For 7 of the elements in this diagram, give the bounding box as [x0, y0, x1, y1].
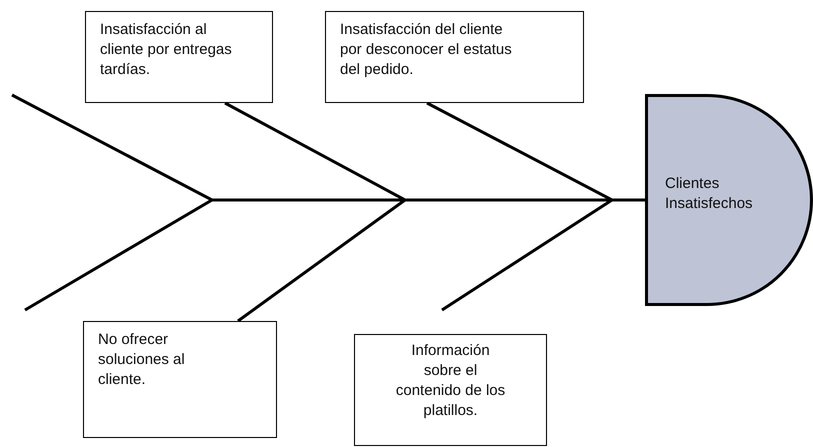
cause-box: Insatisfacción al cliente por entregas tardías.	[85, 11, 273, 103]
cause-box: Información sobre el contenido de los platillos.	[354, 334, 547, 446]
fishbone-line	[441, 198, 645, 312]
cause-box: No ofrecer soluciones al cliente.	[83, 321, 277, 438]
effect-head	[645, 94, 813, 306]
cause-box: Insatisfacción del cliente por desconocer el estatus del pedido.	[325, 11, 584, 103]
effect-label: Clientes Insatisfechos	[665, 174, 754, 214]
